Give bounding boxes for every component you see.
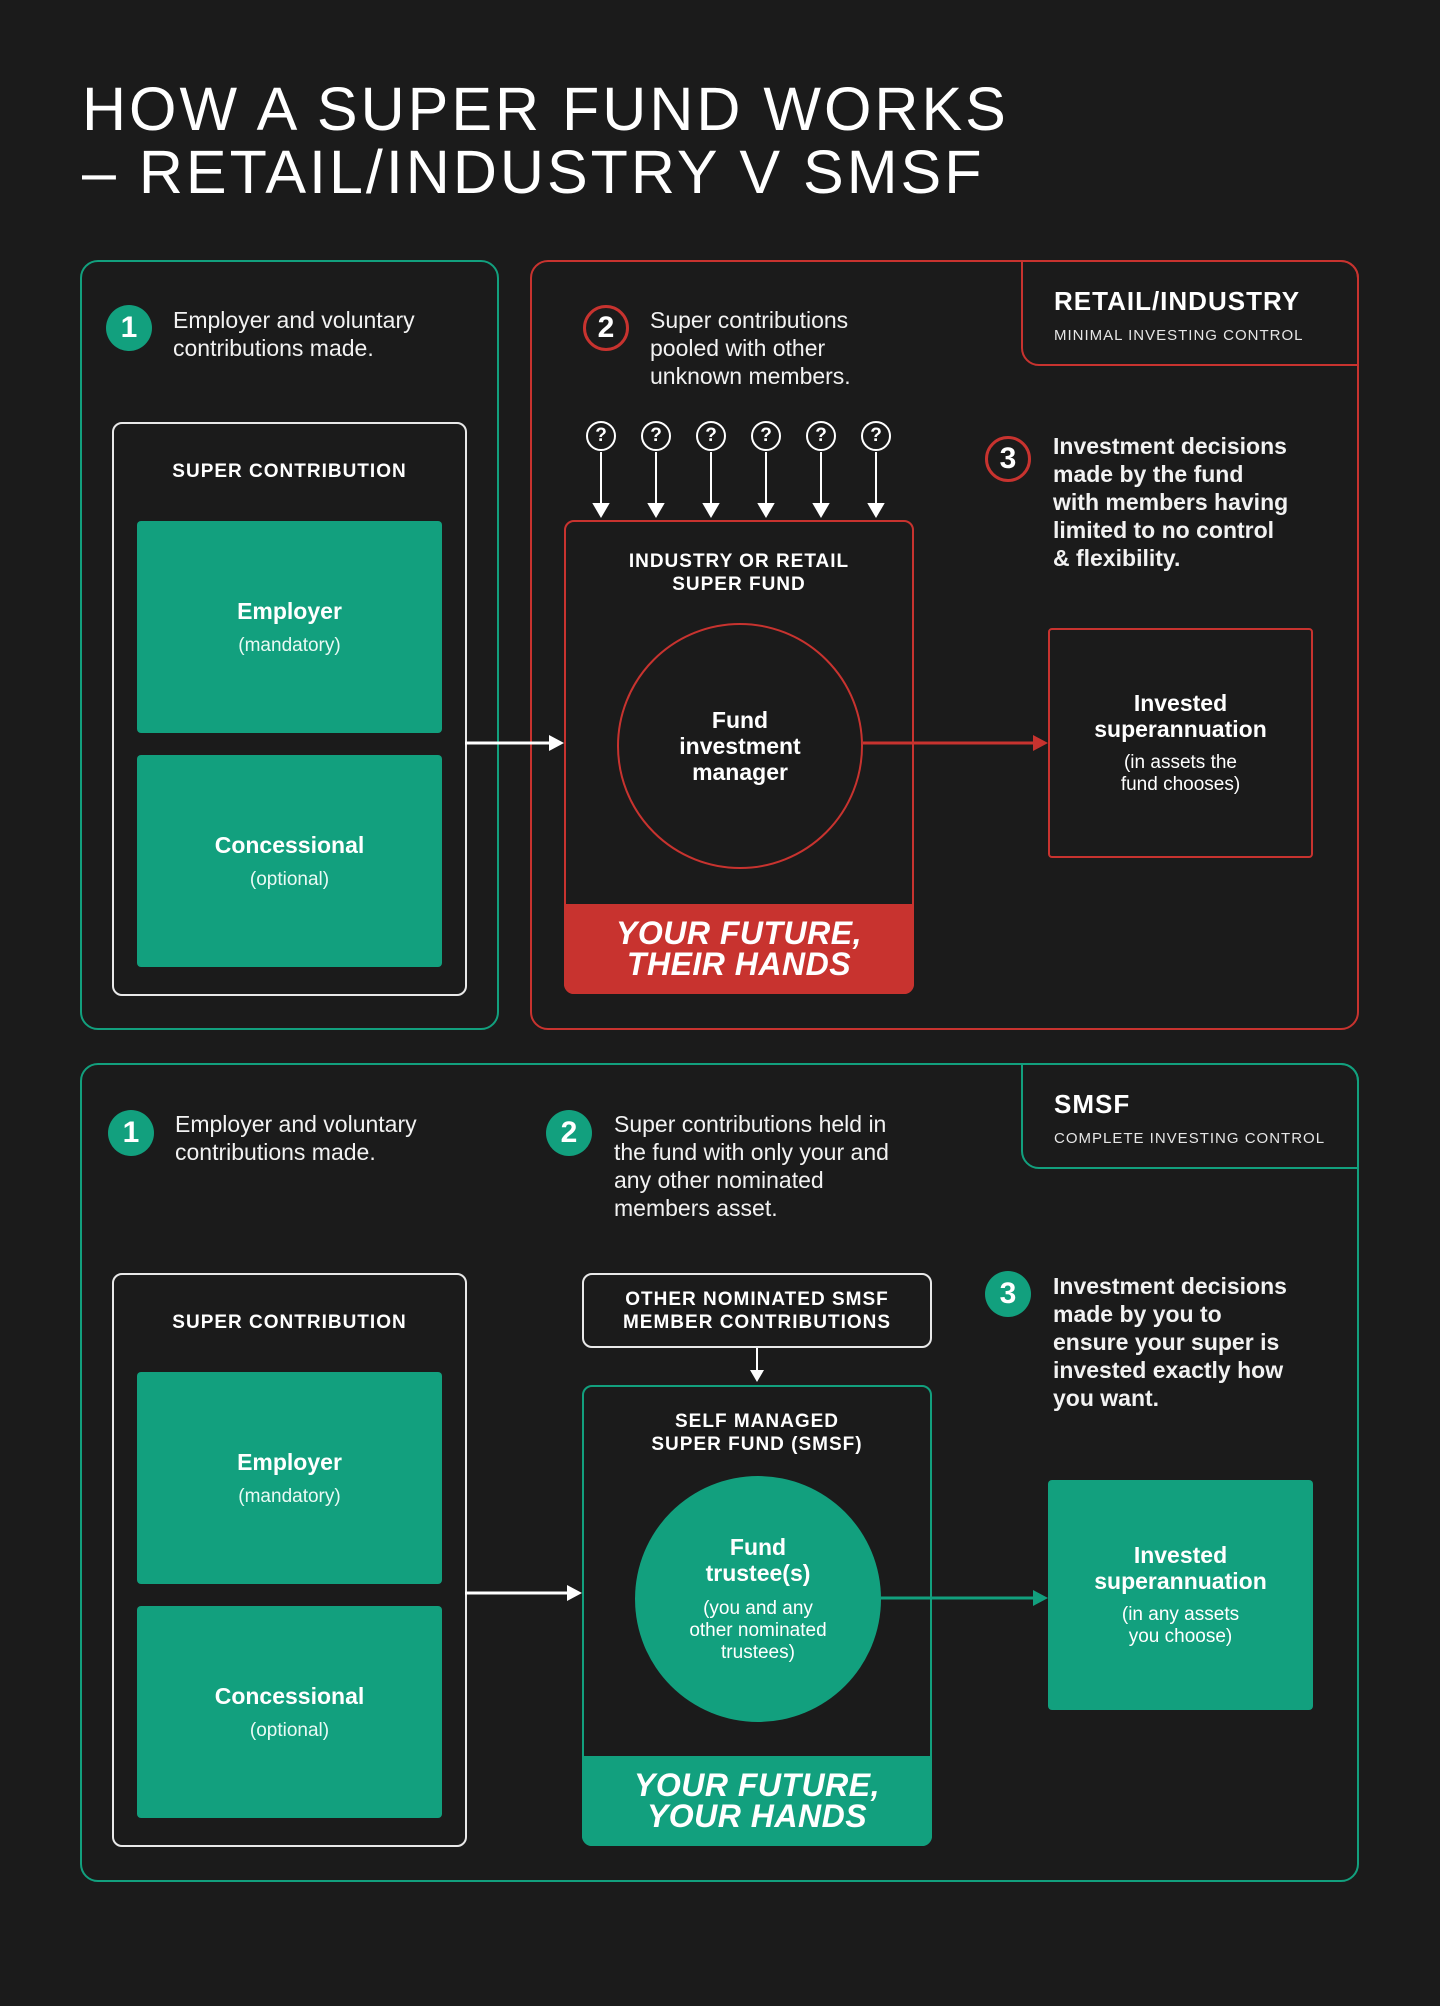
retail-contributions-panel (80, 260, 499, 1030)
arrow-head (867, 503, 885, 518)
smsf-step-3-text: Investment decisions made by you to ensu… (1053, 1273, 1287, 1411)
smsf-slogan: YOUR FUTURE, YOUR HANDS (582, 1756, 932, 1846)
arrow-head (750, 1370, 764, 1382)
retail-concessional-sub: (optional) (249, 868, 330, 890)
smsf-super-contribution-label: SUPER CONTRIBUTION (172, 1312, 407, 1333)
fund-trustees-title: Fund trustee(s) (705, 1534, 811, 1586)
retail-concessional-card: Concessional (optional) (137, 755, 442, 967)
retail-step-3-badge: 3 (985, 436, 1031, 482)
retail-slogan: YOUR FUTURE, THEIR HANDS (564, 904, 914, 994)
smsf-step-2-text: Super contributions held in the fund wit… (614, 1111, 889, 1221)
smsf-super-contribution-box (112, 1273, 467, 1847)
retail-invested-title: Invested superannuation (1094, 690, 1267, 742)
smsf-tag-title: SMSF (1054, 1089, 1131, 1119)
fund-trustees-sub: (you and any other nominated trustees) (689, 1598, 827, 1663)
unknown-members-arrows (592, 452, 885, 518)
page-title-line-1: HOW A SUPER FUND WORKS (82, 75, 1009, 143)
retail-step-1-text: Employer and voluntary contributions mad… (173, 307, 415, 361)
arrow-head (592, 503, 610, 518)
retail-employer-card: Employer (mandatory) (137, 521, 442, 733)
question-mark-icon: ? (696, 421, 726, 451)
retail-concessional-title: Concessional (214, 831, 365, 858)
smsf-tag: SMSF COMPLETE INVESTING CONTROL (1021, 1063, 1359, 1169)
retail-step-2-text: Super contributions pooled with other un… (650, 307, 851, 389)
arrow-head (647, 503, 665, 518)
fund-trustees-circle: Fund trustee(s) (you and any other nomin… (635, 1476, 881, 1722)
retail-step-3-text: Investment decisions made by the fund wi… (1053, 433, 1289, 571)
smsf-step-3-badge: 3 (985, 1271, 1031, 1317)
retail-super-contribution-label: SUPER CONTRIBUTION (172, 461, 407, 482)
retail-step-2-badge: 2 (583, 305, 629, 351)
question-mark-icon: ? (641, 421, 671, 451)
fund-investment-manager-text: Fund investment manager (679, 707, 801, 785)
smsf-concessional-title: Concessional (214, 1682, 365, 1709)
retail-tag: RETAIL/INDUSTRY MINIMAL INVESTING CONTRO… (1021, 260, 1359, 366)
other-members-arrow (750, 1348, 764, 1382)
retail-flow-arrows (465, 735, 1048, 751)
smsf-flow-arrows (465, 1585, 1048, 1606)
retail-tag-title: RETAIL/INDUSTRY (1054, 286, 1301, 316)
contribution-to-fund-arrow-head (549, 735, 564, 751)
retail-tag-subtitle: MINIMAL INVESTING CONTROL (1054, 327, 1304, 344)
smsf-step-2-badge: 2 (546, 1110, 592, 1156)
retail-fund-label: INDUSTRY OR RETAIL SUPER FUND (628, 551, 850, 595)
smsf-panel (80, 1063, 1359, 1882)
smsf-employer-sub: (mandatory) (238, 1485, 341, 1507)
retail-step-1-badge: 1 (106, 305, 152, 351)
question-mark-icon: ? (586, 421, 616, 451)
other-nominated-members-box: OTHER NOMINATED SMSF MEMBER CONTRIBUTION… (582, 1273, 932, 1348)
smsf-concessional-sub: (optional) (249, 1719, 330, 1741)
smsf-fund-label: SELF MANAGED SUPER FUND (SMSF) (651, 1411, 863, 1455)
smsf-invested-sub: (in any assets you choose) (1121, 1604, 1240, 1647)
question-mark-icon: ? (861, 421, 891, 451)
retail-fund-panel (530, 260, 1359, 1030)
fund-to-invested-arrow-head (1033, 735, 1048, 751)
retail-super-contribution-box (112, 422, 467, 996)
smsf-concessional-card: Concessional (optional) (137, 1606, 442, 1818)
question-mark-icon: ? (806, 421, 836, 451)
arrow-head (702, 503, 720, 518)
smsf-invested-box: Invested superannuation (in any assets y… (1048, 1480, 1313, 1710)
smsf-step-1-badge: 1 (108, 1110, 154, 1156)
contribution-to-smsf-arrow-head (567, 1585, 582, 1601)
arrow-head (757, 503, 775, 518)
other-nominated-members-label: OTHER NOMINATED SMSF MEMBER CONTRIBUTION… (622, 1288, 892, 1333)
arrow-head (812, 503, 830, 518)
retail-employer-title: Employer (237, 597, 342, 624)
smsf-employer-title: Employer (237, 1448, 342, 1475)
retail-invested-sub: (in assets the fund chooses) (1120, 752, 1241, 795)
page-title: HOW A SUPER FUND WORKS – RETAIL/INDUSTRY… (82, 78, 1282, 204)
fund-investment-manager-circle: Fund investment manager (617, 623, 863, 869)
smsf-tag-subtitle: COMPLETE INVESTING CONTROL (1054, 1130, 1326, 1147)
question-mark-icon: ? (751, 421, 781, 451)
retail-employer-sub: (mandatory) (238, 634, 341, 656)
page-title-line-2: – RETAIL/INDUSTRY V SMSF (82, 138, 985, 206)
retail-invested-box: Invested superannuation (in assets the f… (1048, 628, 1313, 858)
smsf-step-1-text: Employer and voluntary contributions mad… (175, 1111, 417, 1165)
smsf-invested-title: Invested superannuation (1094, 1542, 1267, 1594)
smsf-to-invested-arrow-head (1033, 1590, 1048, 1606)
smsf-employer-card: Employer (mandatory) (137, 1372, 442, 1584)
